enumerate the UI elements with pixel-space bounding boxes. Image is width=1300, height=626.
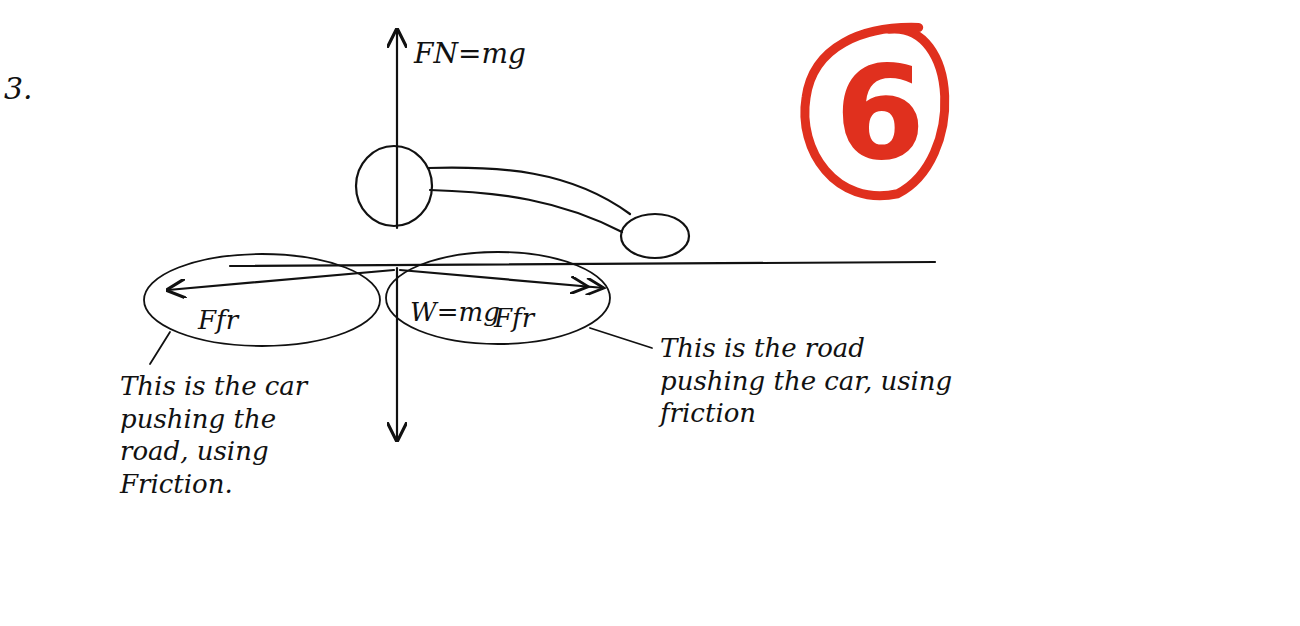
friction-arrow — [400, 270, 604, 288]
highlight-ellipse — [386, 252, 610, 344]
annotation-note: This is the car pushing the road, using … — [120, 370, 335, 500]
annotation-note: This is the road pushing the car, using … — [660, 332, 960, 430]
force-label: Ffr — [198, 304, 238, 337]
force-label: W=mg — [410, 296, 500, 329]
circled-number: 6 — [792, 18, 968, 207]
circle-outline-path — [805, 27, 945, 195]
friction-arrow — [168, 270, 394, 290]
car-wheel — [356, 146, 432, 226]
weight-arrow — [396, 268, 398, 440]
circled-number-text: 6 — [835, 48, 925, 178]
car-wheel — [621, 214, 689, 258]
force-label: 3. — [4, 70, 33, 108]
force-label: FN=mg — [414, 36, 526, 71]
highlight-ellipse — [144, 254, 380, 346]
leader-line — [590, 328, 652, 348]
leader-line — [150, 332, 170, 364]
car-body — [430, 190, 622, 232]
force-label: Ffr — [494, 302, 534, 335]
normal-force-arrow — [396, 30, 398, 228]
